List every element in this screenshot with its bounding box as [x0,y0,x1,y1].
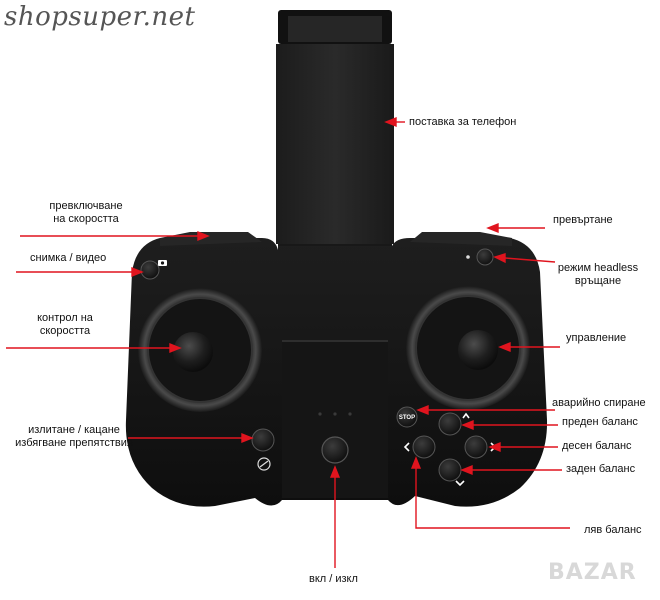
label-right-trim: десен баланс [562,440,632,452]
label-speed-switch: превключване на скоростта [26,200,146,226]
left-joystick[interactable] [138,288,262,412]
arrow-speed-switch [20,230,210,242]
right-trim-button[interactable] [464,435,488,459]
label-emergency-stop: аварийно спиране [552,397,646,409]
stop-label: STOP [399,415,415,421]
label-headless-line2: връщане [574,275,622,287]
arrow-steering [498,341,560,353]
obstacle-icon [257,457,271,471]
label-phone-holder: поставка за телефон [409,116,517,128]
label-takeoff-line2: избягване препятствия [15,437,133,449]
front-trim-button[interactable] [438,412,462,436]
arrow-phone-holder [384,116,405,128]
power-button[interactable] [321,436,349,464]
arrow-headless [493,253,556,264]
label-steering: управление [566,332,627,344]
takeoff-landing-button[interactable] [251,428,275,452]
arrow-front-trim [461,419,558,431]
label-front-trim: преден баланс [562,416,638,428]
callout-arrows [6,116,570,568]
arrow-power [329,465,341,568]
left-trim-button[interactable] [412,435,436,459]
arrow-photo-video [16,266,144,278]
arrow-flip [486,222,545,234]
label-takeoff: излитане / кацане избягване препятствия [8,424,140,450]
headless-indicator-icon [466,255,470,259]
right-joystick[interactable] [406,286,530,410]
label-power: вкл / изкл [309,573,358,585]
label-back-trim: заден баланс [566,463,636,475]
arrow-speed-control [6,342,182,354]
label-photo-video: снимка / видео [30,252,107,264]
bazar-logo: BAZAR [548,560,637,585]
label-speed-control-line2: скоростта [39,325,91,337]
arrow-left-icon [403,442,410,452]
label-takeoff-line1: излитане / кацане [28,424,120,436]
arrow-takeoff [128,432,254,444]
headless-button[interactable] [476,248,494,266]
stop-button[interactable]: STOP [396,406,418,428]
label-left-trim: ляв баланс [584,524,642,536]
label-speed-switch-line1: превключване [49,200,123,212]
back-trim-button[interactable] [438,458,462,482]
label-headless: режим headless връщане [551,262,645,288]
arrow-back-trim [460,464,562,476]
label-speed-switch-line2: на скоростта [53,213,119,225]
arrow-down-icon [455,480,465,487]
photo-video-button[interactable] [140,260,160,280]
label-speed-control: контрол на скоростта [16,312,114,338]
arrow-right-trim [488,441,558,453]
camera-icon [158,260,167,266]
label-speed-control-line1: контрол на [37,312,93,324]
label-headless-line1: режим headless [557,262,639,274]
arrow-left-trim [415,466,570,529]
arrow-emergency-stop [416,404,555,416]
label-flip: превъртане [553,214,613,226]
watermark-site: shopsuper.net [4,2,196,32]
arrow-up-icon [462,412,470,419]
